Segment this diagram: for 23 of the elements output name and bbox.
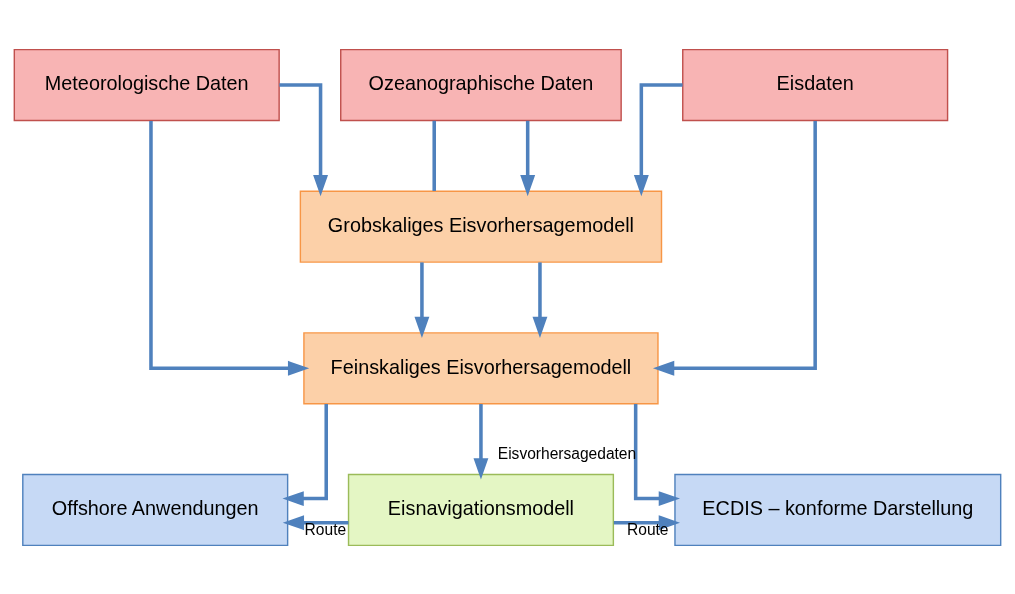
arrow bbox=[633, 82, 683, 196]
arrow bbox=[473, 403, 489, 480]
edge-label: Route bbox=[304, 520, 347, 538]
node-box: Feinskaliges Eisvorhersagemodell bbox=[303, 331, 659, 404]
edge-label: Route bbox=[627, 520, 669, 538]
arrow bbox=[633, 403, 680, 506]
node-box: Eisnavigationsmodell bbox=[347, 473, 615, 546]
arrow bbox=[279, 82, 328, 196]
arrow bbox=[613, 514, 680, 530]
arrow bbox=[414, 261, 430, 338]
arrow bbox=[520, 120, 536, 196]
node-box: Eisdaten bbox=[682, 48, 949, 121]
arrow bbox=[149, 120, 310, 376]
arrow bbox=[282, 514, 349, 530]
node-box: Offshore Anwendungen bbox=[22, 473, 289, 546]
node-box: Ozeanographische Daten bbox=[340, 48, 622, 121]
arrow bbox=[532, 261, 548, 338]
connector bbox=[432, 120, 436, 191]
node-box: ECDIS – konforme Darstellung bbox=[674, 473, 1002, 546]
node-box: Grobskaliges Eisvorhersagemodell bbox=[299, 190, 663, 263]
arrow bbox=[653, 120, 817, 376]
arrow bbox=[282, 403, 328, 506]
node-box: Meteorologische Daten bbox=[13, 48, 280, 121]
